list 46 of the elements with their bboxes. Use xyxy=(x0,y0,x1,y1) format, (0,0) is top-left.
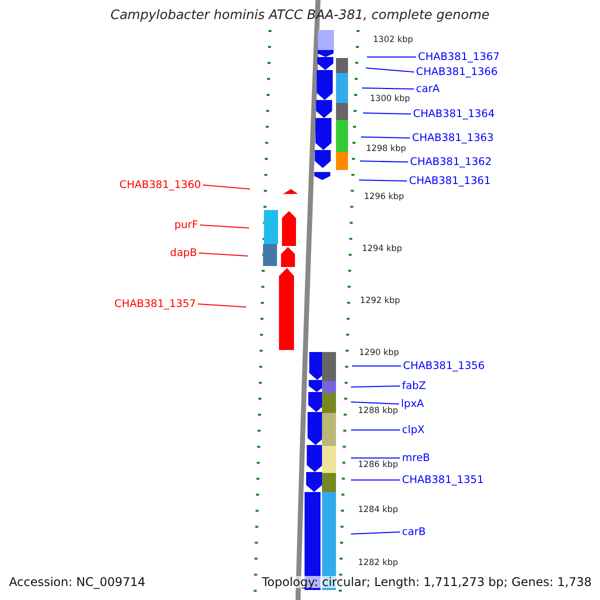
leader-line xyxy=(198,252,248,256)
scale-tick-label: 1282 kbp xyxy=(358,558,398,568)
leader-line xyxy=(358,180,408,182)
scale-tick-label: 1302 kbp xyxy=(373,36,414,44)
footer-note: Accession: NC_009714 xyxy=(9,576,146,588)
scale-tick-label: 1298 kbp xyxy=(366,144,406,154)
gene-label: CHAB381_1357 xyxy=(114,298,196,310)
leader-line xyxy=(198,304,246,308)
scale-tick-label: 1284 kbp xyxy=(358,506,398,514)
gene-label: CHAB381_1362 xyxy=(410,156,492,168)
gene-label: clpX xyxy=(402,424,425,436)
gene-label: CHAB381_1360 xyxy=(119,180,201,190)
scale-tick-label: 1290 kbp xyxy=(359,348,400,358)
leader-line xyxy=(360,160,408,162)
gene-label: CHAB381_1356 xyxy=(403,360,485,372)
gene-label: dapB xyxy=(170,248,197,258)
gene-label: CHAB381_1366 xyxy=(416,66,498,78)
gene-label: carB xyxy=(402,526,426,538)
scale-tick-label: 1286 kbp xyxy=(358,460,398,470)
leader-line xyxy=(366,68,414,72)
scale-tick-label: 1296 kbp xyxy=(364,192,404,202)
map-title: Campylobacter hominis ATCC BAA-381, complete genome xyxy=(110,9,490,22)
gene-label: CHAB381_1351 xyxy=(402,474,484,486)
gene-label: lpxA xyxy=(401,398,424,410)
gene-label: carA xyxy=(416,84,440,94)
scale-tick-label: 1300 kbp xyxy=(370,94,410,104)
gene-label: CHAB381_1361 xyxy=(409,176,491,186)
leader-line xyxy=(202,184,250,190)
gene-label: mreB xyxy=(402,452,430,464)
gene-label: CHAB381_1364 xyxy=(413,108,495,120)
scale-tick-label: 1292 kbp xyxy=(360,296,400,306)
leader-line xyxy=(362,112,412,114)
leader-line xyxy=(362,88,414,90)
leader-line xyxy=(350,386,400,388)
gene-label: CHAB381_1363 xyxy=(412,132,494,144)
scale-tick-label: 1294 kbp xyxy=(362,244,402,254)
leader-line xyxy=(350,402,400,404)
gene-label: purF xyxy=(174,220,198,230)
leader-line xyxy=(366,56,416,58)
footer-note: Topology: circular; Length: 1,711,273 bp; Genes: 1,738 xyxy=(262,576,592,588)
gene-label: CHAB381_1367 xyxy=(418,52,500,62)
leader-line xyxy=(200,224,250,228)
leader-line xyxy=(350,532,400,534)
scale-tick-label: 1288 kbp xyxy=(358,406,398,416)
leader-line xyxy=(360,136,410,138)
gene-label: fabZ xyxy=(402,380,426,392)
